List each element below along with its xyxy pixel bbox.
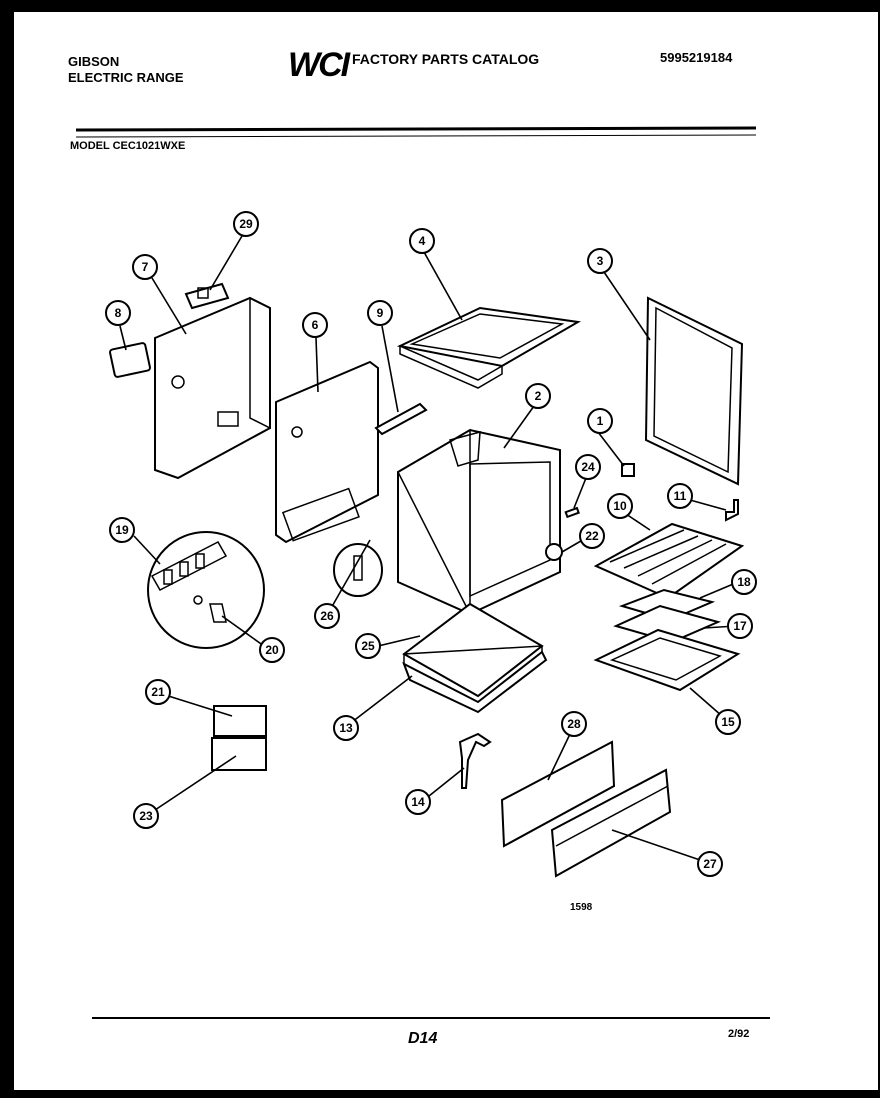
- clip-part-1: [621, 463, 635, 477]
- small-plate-part-8: [109, 342, 151, 378]
- rear-panel: [275, 360, 379, 544]
- bracket-part-29: [184, 282, 230, 310]
- svg-text:24: 24: [581, 460, 595, 474]
- callout-15: 15: [715, 709, 741, 735]
- backguard-part-28: [500, 740, 616, 848]
- hinge-part-14: [458, 732, 492, 789]
- callout-4: 4: [409, 228, 435, 254]
- callout-9: 9: [367, 300, 393, 326]
- svg-text:10: 10: [613, 499, 627, 513]
- callout-11: 11: [667, 483, 693, 509]
- strip-part-9: [374, 402, 428, 436]
- pin-part-24: [564, 506, 580, 519]
- callout-21: 21: [145, 679, 171, 705]
- storage-frame: [593, 628, 741, 692]
- callout-8: 8: [105, 300, 131, 326]
- oven-rack: [593, 522, 745, 600]
- svg-text:22: 22: [585, 529, 599, 543]
- svg-text:25: 25: [361, 639, 375, 653]
- callout-24: 24: [575, 454, 601, 480]
- callout-22: 22: [579, 523, 605, 549]
- callout-25: 25: [355, 633, 381, 659]
- range-body: [397, 428, 561, 616]
- svg-text:27: 27: [703, 857, 717, 871]
- callout-6: 6: [302, 312, 328, 338]
- heating-element-part-26: [333, 543, 383, 597]
- callout-29: 29: [233, 211, 259, 237]
- callout-13: 13: [333, 715, 359, 741]
- header-rule: [75, 126, 757, 132]
- callout-28: 28: [561, 711, 587, 737]
- side-panel-left: [154, 296, 271, 480]
- callout-17: 17: [727, 613, 753, 639]
- page-number: D14: [408, 1030, 438, 1047]
- catalog-title: FACTORY PARTS CATALOG: [352, 51, 540, 67]
- callout-27: 27: [697, 851, 723, 877]
- svg-text:17: 17: [733, 619, 747, 633]
- callout-20: 20: [259, 637, 285, 663]
- callout-18: 18: [731, 569, 757, 595]
- brand-name: GIBSON: [68, 54, 120, 69]
- svg-text:11: 11: [674, 489, 687, 503]
- leader-lines: [119, 235, 739, 861]
- catalog-part-number: 5995219184: [660, 50, 733, 65]
- knob-part-22: [545, 543, 563, 561]
- svg-text:13: 13: [339, 721, 353, 735]
- cooktop: [396, 306, 582, 389]
- svg-text:8: 8: [115, 306, 122, 320]
- svg-text:20: 20: [265, 643, 279, 657]
- svg-text:15: 15: [721, 715, 735, 729]
- svg-text:29: 29: [239, 217, 253, 231]
- drawer-liner: [402, 602, 544, 707]
- callout-26: 26: [314, 603, 340, 629]
- svg-text:23: 23: [139, 809, 153, 823]
- kickplate-part-27: [550, 768, 672, 878]
- svg-text:28: 28: [567, 717, 581, 731]
- header-rule-thin: [75, 134, 757, 138]
- callout-10: 10: [607, 493, 633, 519]
- svg-text:14: 14: [411, 795, 425, 809]
- callout-3: 3: [587, 248, 613, 274]
- svg-text:21: 21: [151, 685, 165, 699]
- svg-text:9: 9: [377, 306, 384, 320]
- door-frame: [644, 296, 744, 486]
- svg-text:4: 4: [419, 234, 426, 248]
- svg-text:26: 26: [320, 609, 334, 623]
- switch-part-21: [213, 705, 267, 737]
- svg-text:6: 6: [312, 318, 319, 332]
- callout-19: 19: [109, 517, 135, 543]
- receptacle-part-23: [211, 737, 267, 771]
- storage-drawer: [402, 650, 548, 714]
- callout-1: 1: [587, 408, 613, 434]
- wci-logo: WCI: [288, 46, 350, 84]
- callout-14: 14: [405, 789, 431, 815]
- callout-7: 7: [132, 254, 158, 280]
- callout-2: 2: [525, 383, 551, 409]
- foot-part-11: [725, 499, 739, 522]
- revision-date: 2/92: [728, 1028, 750, 1040]
- callout-23: 23: [133, 803, 159, 829]
- model-number: MODEL CEC1021WXE: [70, 140, 186, 152]
- product-type: ELECTRIC RANGE: [68, 70, 184, 85]
- svg-text:2: 2: [535, 389, 542, 403]
- terminal-block-detail: [147, 531, 265, 649]
- svg-text:7: 7: [142, 260, 149, 274]
- svg-text:18: 18: [737, 575, 751, 589]
- svg-text:19: 19: [115, 523, 129, 537]
- svg-text:1: 1: [597, 414, 604, 428]
- svg-text:3: 3: [597, 254, 604, 268]
- drawing-number: 1598: [570, 902, 593, 913]
